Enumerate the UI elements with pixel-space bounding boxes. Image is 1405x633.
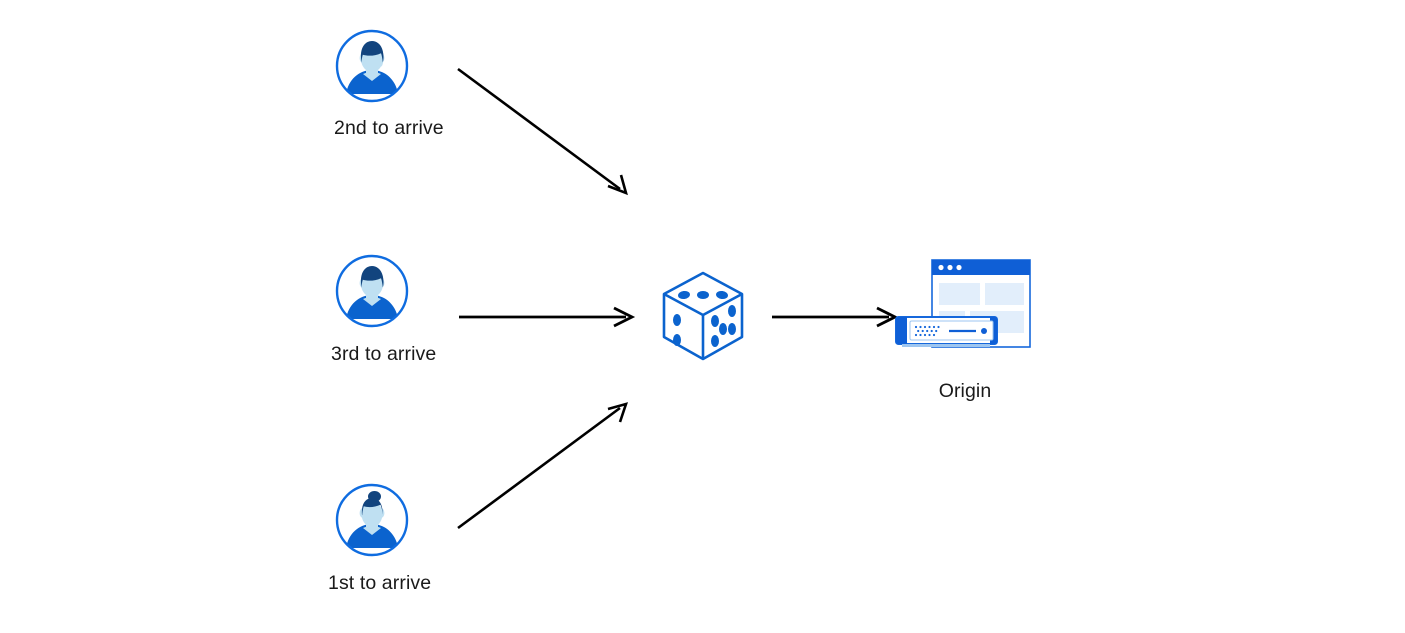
browser-dot-icon xyxy=(938,264,944,271)
user-avatar-female-icon[interactable] xyxy=(334,482,410,558)
arrow-3rd-to-dice xyxy=(459,306,636,328)
arrow-2nd-to-dice xyxy=(457,67,628,196)
server-device-icon xyxy=(895,316,998,347)
arrow-1st-to-dice xyxy=(457,402,629,530)
browser-dot-icon xyxy=(956,264,962,271)
client-label-2nd: 2nd to arrive xyxy=(334,117,444,139)
origin-label: Origin xyxy=(938,380,992,402)
client-label-3rd: 3rd to arrive xyxy=(331,343,437,365)
origin-server-browser-icon[interactable] xyxy=(890,255,1040,365)
user-avatar-male-icon[interactable] xyxy=(334,253,410,329)
dice-cube-icon[interactable] xyxy=(653,265,753,369)
client-label-1st: 1st to arrive xyxy=(328,572,432,594)
arrow-dice-to-origin xyxy=(772,306,899,328)
browser-dot-icon xyxy=(947,264,953,271)
user-avatar-male-icon[interactable] xyxy=(334,28,410,104)
